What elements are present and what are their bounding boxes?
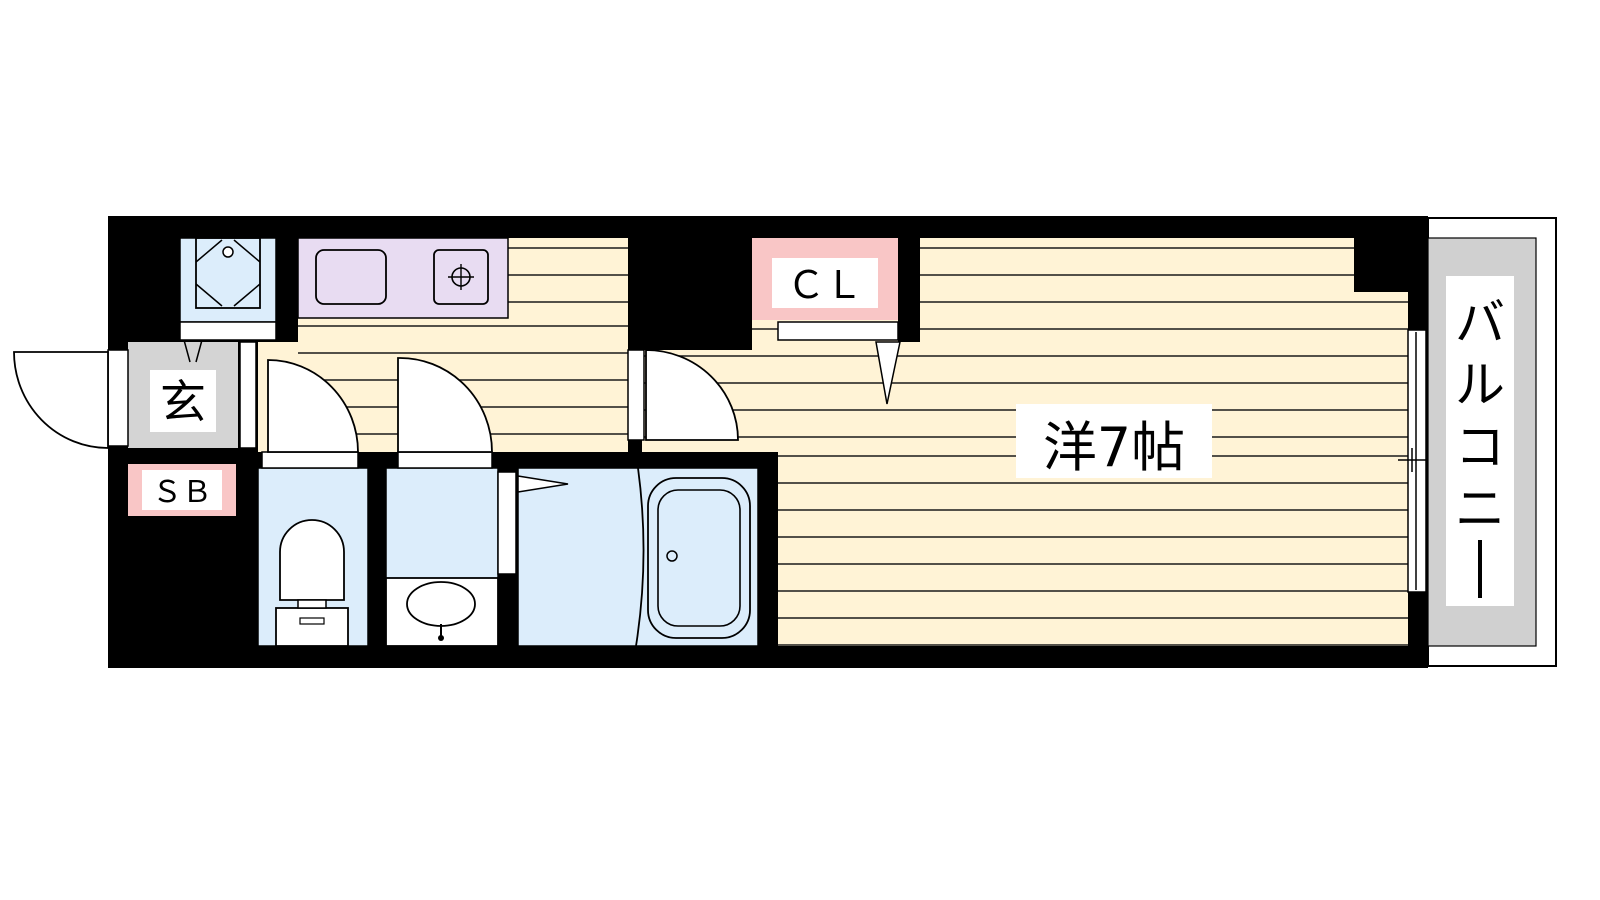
kitchen-sink: [315, 249, 387, 305]
entrance-label-bg: [150, 370, 216, 432]
closet-door[interactable]: [777, 321, 899, 341]
balcony-label: バ ル コ ニ: [1455, 294, 1505, 538]
entrance-label: 玄: [160, 375, 206, 429]
toilet-room: [257, 467, 369, 647]
toilet-bowl: [279, 519, 345, 601]
closet-door-arrow: [875, 341, 901, 405]
entrance-step: [239, 341, 257, 449]
wash-basin: [406, 581, 476, 627]
balcony-char: コ: [1455, 418, 1505, 476]
washroom-door[interactable]: [397, 357, 493, 469]
toilet-door[interactable]: [261, 359, 359, 469]
wall-corner-pier: [1354, 238, 1408, 292]
entrance-door[interactable]: [13, 349, 129, 449]
room-door[interactable]: [627, 349, 739, 441]
bath-folding-door: [635, 467, 645, 647]
washroom: [385, 467, 499, 647]
wall-pillar-small: [628, 440, 642, 460]
stove-burner: [433, 249, 489, 305]
room-label-bg: [1016, 404, 1212, 478]
balcony-char: ル: [1455, 356, 1505, 414]
shoe-box-label: ＳＢ: [152, 475, 212, 510]
wall-closet-pier: [898, 238, 920, 342]
bathroom-door[interactable]: [497, 471, 569, 575]
room-label: 洋7帖: [1043, 416, 1185, 479]
wall-sanitary-top: [258, 452, 778, 468]
toilet-tank: [275, 607, 349, 647]
balcony-window[interactable]: [1398, 329, 1436, 593]
bathtub: [647, 477, 751, 639]
balcony-char: バ: [1455, 294, 1505, 352]
wall-hall-room-divider: [628, 238, 752, 350]
closet-label: ＣＬ: [787, 263, 863, 307]
washer-space: [179, 237, 277, 363]
balcony-char: ニ: [1455, 480, 1505, 538]
bathroom: [517, 467, 759, 647]
kitchen-counter: [297, 237, 509, 319]
